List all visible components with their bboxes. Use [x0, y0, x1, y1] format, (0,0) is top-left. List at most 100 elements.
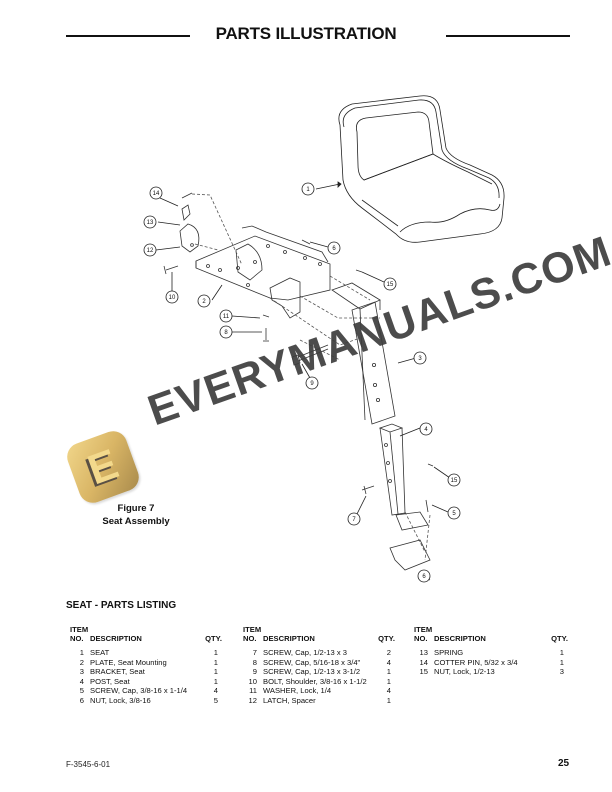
item-no: 1	[79, 648, 84, 657]
column-header-no: NO.	[243, 634, 257, 643]
item-no: 14	[419, 657, 428, 667]
figure-number: Figure 7	[117, 503, 155, 514]
item-qty: 1	[386, 695, 391, 705]
svg-text:2: 2	[202, 299, 206, 305]
svg-text:12: 12	[147, 248, 154, 254]
column-header-qty: QTY.	[378, 634, 395, 643]
column-header-description: DESCRIPTION	[90, 634, 142, 643]
item-qty: 1	[213, 667, 218, 677]
item-no: 5	[79, 686, 84, 696]
svg-text:5: 5	[452, 511, 456, 517]
table-row: 2 PLATE, Seat Mounting 1	[70, 658, 220, 668]
table-row: 7 SCREW, Cap, 1/2-13 x 3 2	[243, 648, 393, 658]
table-row: 15 NUT, Lock, 1/2-13 3	[414, 667, 570, 677]
column-header-item: ITEM	[414, 625, 433, 634]
table-row: 9 SCREW, Cap, 1/2-13 x 3-1/2 1	[243, 667, 393, 677]
item-description: SPRING	[434, 648, 464, 657]
seat-plate-part	[195, 225, 331, 319]
header-rule-left	[66, 35, 190, 37]
item-description: NUT, Lock, 1/2-13	[434, 667, 495, 677]
item-description: WASHER, Lock, 1/4	[263, 686, 332, 696]
figure-caption: Figure 7 Seat Assembly	[86, 502, 186, 528]
item-no: 6	[79, 695, 84, 705]
item-description: SCREW, Cap, 1/2-13 x 3	[263, 648, 347, 657]
item-no: 3	[79, 667, 84, 677]
item-description: SEAT	[90, 648, 110, 657]
column-header-no: NO.	[414, 634, 428, 643]
column-header-row: NO. DESCRIPTION QTY.	[70, 634, 222, 648]
column-header-qty: QTY.	[551, 634, 568, 643]
table-row: 11 WASHER, Lock, 1/4 4	[243, 686, 393, 696]
svg-text:3: 3	[418, 356, 422, 362]
figure-title: Seat Assembly	[102, 516, 170, 527]
page-title: PARTS ILLUSTRATION	[215, 24, 397, 43]
callout-circles	[143, 182, 461, 583]
item-description: SCREW, Cap, 5/16-18 x 3/4"	[263, 657, 361, 667]
item-qty: 1	[213, 676, 218, 686]
item-no: 13	[419, 648, 428, 657]
svg-text:1: 1	[306, 187, 310, 193]
column-header-description: DESCRIPTION	[263, 634, 315, 643]
item-qty: 4	[386, 686, 391, 696]
item-qty: 1	[386, 676, 391, 686]
table-row: 1 SEAT 1	[70, 648, 220, 658]
seat-bracket-part	[331, 282, 396, 425]
svg-text:13: 13	[147, 220, 154, 226]
parts-table-group-1: ITEM NO. DESCRIPTION QTY. 1 SEAT 1 2 PLATE,…	[70, 625, 222, 706]
page-number: 25	[558, 758, 570, 769]
column-header-row: NO. DESCRIPTION QTY.	[414, 634, 570, 648]
svg-text:11: 11	[223, 314, 230, 320]
column-header-row: NO. DESCRIPTION QTY.	[243, 634, 395, 648]
svg-text:15: 15	[451, 478, 458, 484]
item-no: 8	[252, 657, 257, 667]
table-row: 4 POST, Seat 1	[70, 677, 220, 687]
svg-text:6: 6	[332, 246, 336, 252]
latch-parts	[179, 192, 200, 253]
item-no: 10	[248, 676, 257, 686]
item-no: 11	[249, 686, 257, 696]
item-no: 12	[248, 695, 257, 705]
item-description: SCREW, Cap, 1/2-13 x 3-1/2	[263, 667, 361, 677]
svg-text:15: 15	[387, 282, 394, 288]
svg-text:4: 4	[424, 427, 428, 433]
svg-text:10: 10	[169, 295, 176, 301]
item-qty: 2	[386, 648, 391, 657]
item-no: 9	[252, 667, 257, 677]
item-description: LATCH, Spacer	[263, 695, 316, 705]
seat-part	[338, 95, 505, 243]
item-no: 2	[79, 657, 84, 667]
column-header-description: DESCRIPTION	[434, 634, 486, 643]
svg-text:9: 9	[310, 381, 314, 387]
item-description: COTTER PIN, 5/32 x 3/4	[434, 657, 518, 667]
item-no: 4	[79, 676, 84, 686]
column-header-item: ITEM	[243, 625, 262, 634]
item-qty: 1	[386, 667, 391, 677]
seat-assembly-illustration: 1 2 3 4 5 6 6 7 8 9 10 11 12 13 14 15 15	[143, 95, 505, 583]
item-description: PLATE, Seat Mounting	[90, 657, 167, 667]
svg-text:14: 14	[153, 191, 160, 197]
item-qty: 1	[213, 648, 218, 657]
item-qty: 3	[559, 667, 564, 677]
item-qty: 5	[213, 695, 218, 705]
item-description: BRACKET, Seat	[90, 667, 145, 677]
item-no: 15	[419, 667, 428, 677]
table-row: 12 LATCH, Spacer 1	[243, 696, 393, 706]
item-description: BOLT, Shoulder, 3/8-16 x 1-1/2	[263, 676, 367, 686]
column-header-qty: QTY.	[205, 634, 222, 643]
item-no: 7	[252, 648, 257, 657]
table-row: 8 SCREW, Cap, 5/16-18 x 3/4" 4	[243, 658, 393, 668]
seat-post-part	[378, 423, 431, 571]
svg-text:6: 6	[422, 574, 426, 580]
hardware-fasteners	[163, 239, 434, 581]
item-qty: 4	[213, 686, 218, 696]
item-description: POST, Seat	[90, 676, 130, 686]
column-header-item: ITEM	[70, 625, 89, 634]
table-row: 3 BRACKET, Seat 1	[70, 667, 220, 677]
table-row: 10 BOLT, Shoulder, 3/8-16 x 1-1/2 1	[243, 677, 393, 687]
item-qty: 1	[213, 657, 218, 667]
item-qty: 4	[386, 657, 391, 667]
